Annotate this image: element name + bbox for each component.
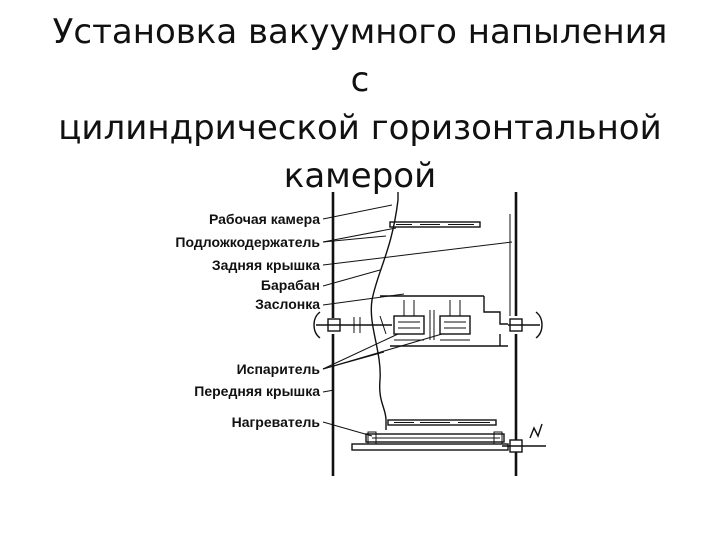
label-drum: Барабан (261, 277, 320, 293)
label-shutter: Заслонка (255, 296, 320, 312)
drum-outline (370, 192, 399, 430)
label-heater: Нагреватель (232, 414, 321, 430)
chamber-walls (331, 192, 518, 476)
evaporator-assembly (393, 300, 471, 341)
title-line-1: Установка вакуумного напыления с (52, 12, 668, 100)
slide-title: Установка вакуумного напыления с цилиндр… (40, 8, 680, 200)
label-chamber: Рабочая камера (209, 211, 320, 227)
bottom-plate (387, 419, 497, 426)
drum-right-step (483, 296, 508, 325)
title-line-3: камерой (283, 156, 437, 196)
label-substrate-holder: Подложкодержатель (175, 234, 320, 250)
label-back-cover: Задняя крышка (212, 257, 320, 273)
title-line-2: цилиндрической горизонтальной (58, 108, 662, 148)
heater (351, 423, 546, 476)
substrate-holder (389, 221, 481, 228)
label-evaporator: Испаритель (237, 361, 321, 377)
label-front-cover: Передняя крышка (194, 383, 320, 399)
leader-lines (322, 204, 513, 437)
rotation-shaft (313, 311, 543, 339)
